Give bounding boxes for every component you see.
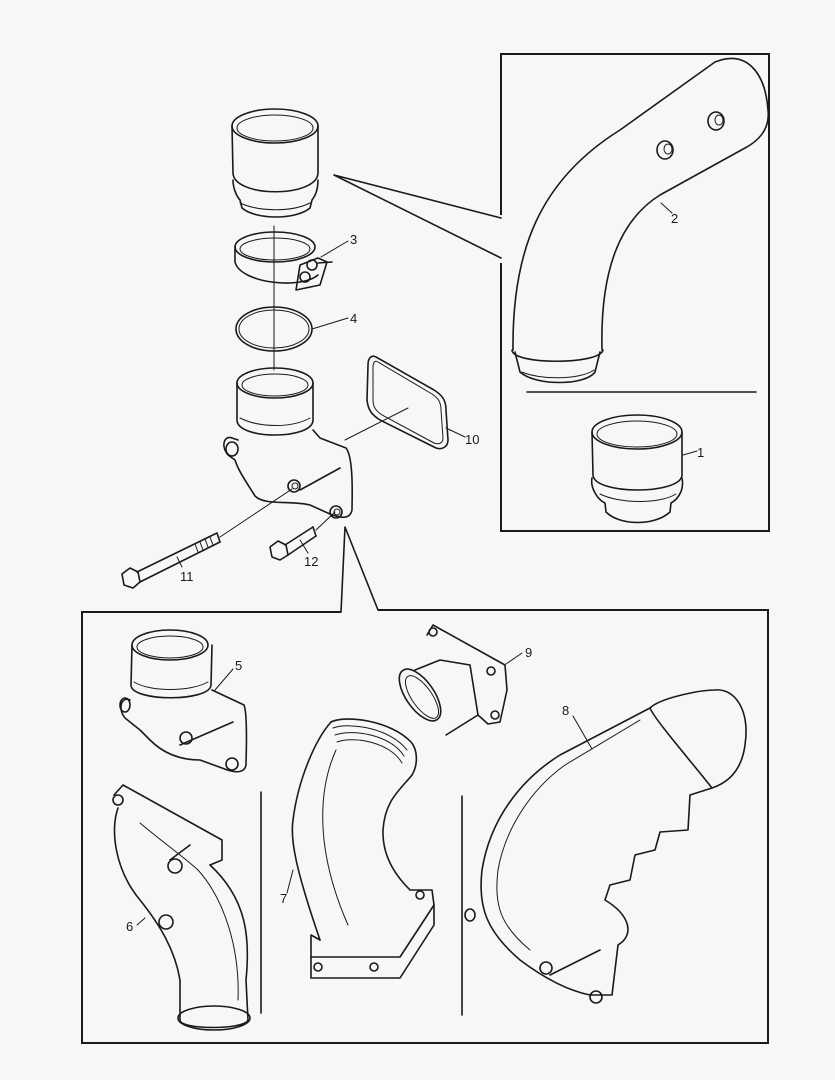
callout-leaders <box>136 202 698 926</box>
callout-12: 12 <box>304 554 318 569</box>
callout-10: 10 <box>465 432 479 447</box>
inset-pointer-upper <box>333 174 502 259</box>
top-sleeve <box>231 108 319 218</box>
part-8-manifold <box>464 689 747 1004</box>
callout-9: 9 <box>525 645 532 660</box>
part-1-sleeve <box>590 414 684 524</box>
callout-6: 6 <box>126 919 133 934</box>
elbow-housing-main <box>223 367 409 519</box>
part-3-clamp <box>234 231 333 291</box>
callout-1: 1 <box>697 445 704 460</box>
callout-8: 8 <box>562 703 569 718</box>
part-12-short-bolt <box>269 511 336 561</box>
part-11-long-bolt <box>121 488 293 589</box>
callout-7: 7 <box>280 891 287 906</box>
callout-5: 5 <box>235 658 242 673</box>
part-2-bent-tube <box>511 57 770 384</box>
callout-4: 4 <box>350 311 357 326</box>
upper-right-inset <box>500 53 770 532</box>
part-9-adapter <box>398 624 508 736</box>
callout-2: 2 <box>671 211 678 226</box>
part-10-gasket <box>366 355 449 450</box>
lower-inset <box>81 609 769 1044</box>
part-6-elbow-flange <box>112 784 251 1031</box>
part-7-duct <box>291 718 435 979</box>
callout-11: 11 <box>180 569 194 584</box>
inset-pointer-lower <box>340 526 379 613</box>
callout-3: 3 <box>350 232 357 247</box>
part-5-elbow <box>119 629 248 773</box>
callout-labels: 1 2 3 4 5 6 7 8 9 10 11 12 <box>126 211 704 934</box>
